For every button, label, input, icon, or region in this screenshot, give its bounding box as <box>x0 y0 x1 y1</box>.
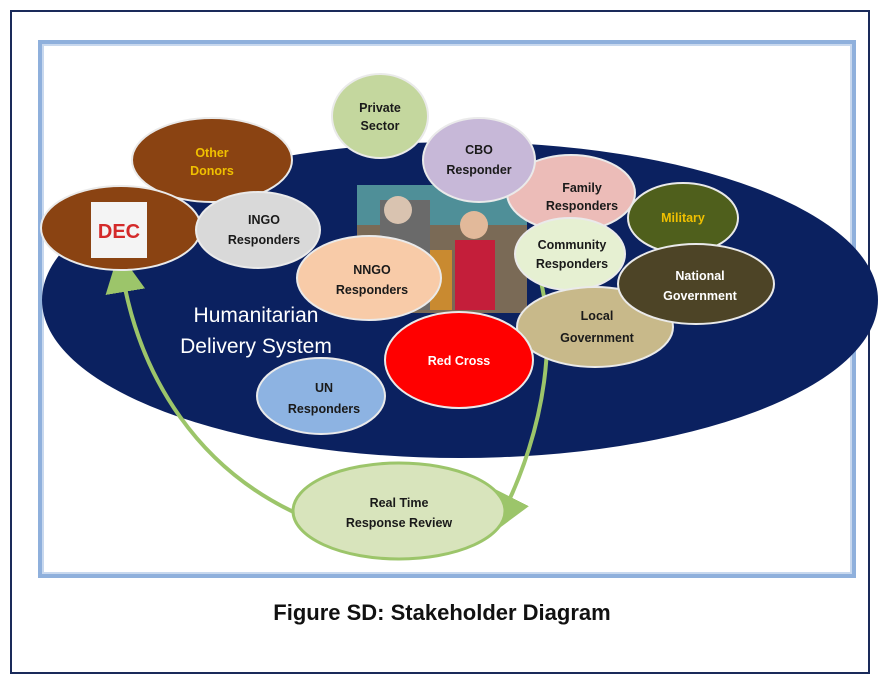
review-label-1: Real Time <box>370 496 429 510</box>
red-cross-label: Red Cross <box>428 354 491 368</box>
un-label-2: Responders <box>288 402 360 416</box>
un-responders-oval <box>256 357 386 435</box>
other-donors-label-1: Other <box>195 146 228 160</box>
local-gov-label-1: Local <box>581 309 614 323</box>
un-label-1: UN <box>315 381 333 395</box>
family-label-1: Family <box>562 181 602 195</box>
family-label-2: Responders <box>546 199 618 213</box>
private-sector-oval <box>331 73 429 159</box>
other-donors-label-2: Donors <box>190 164 234 178</box>
ingo-label-1: INGO <box>248 213 280 227</box>
community-label-2: Responders <box>536 257 608 271</box>
dec-logo-text: DEC <box>98 221 140 243</box>
private-sector-label-1: Private <box>359 101 401 115</box>
national-government-oval <box>617 243 775 325</box>
community-responders-oval <box>514 217 626 291</box>
nngo-label-2: Responders <box>336 283 408 297</box>
arrow-to-dec <box>105 252 301 517</box>
national-gov-label-1: National <box>675 269 724 283</box>
cbo-responder-oval <box>422 117 536 203</box>
nngo-responders-oval <box>296 235 442 321</box>
cbo-label-2: Responder <box>446 163 511 177</box>
dec-logo: DEC <box>91 202 147 258</box>
arrow-to-review <box>492 261 550 533</box>
review-label-2: Response Review <box>346 516 453 530</box>
ingo-label-2: Responders <box>228 233 300 247</box>
private-sector-label-2: Sector <box>361 119 400 133</box>
red-cross-oval <box>384 311 534 409</box>
national-gov-label-2: Government <box>663 289 737 303</box>
figure-caption: Figure SD: Stakeholder Diagram <box>273 600 611 625</box>
local-gov-label-2: Government <box>560 331 634 345</box>
military-label: Military <box>661 211 705 225</box>
other-donors-oval <box>131 117 293 203</box>
ingo-responders-oval <box>195 191 321 269</box>
system-label-line1: Humanitarian <box>194 304 319 327</box>
nngo-label-1: NNGO <box>353 263 391 277</box>
community-label-1: Community <box>538 238 607 252</box>
system-label-line2: Delivery System <box>180 335 332 358</box>
cbo-label-1: CBO <box>465 143 493 157</box>
real-time-review-oval <box>291 461 507 561</box>
